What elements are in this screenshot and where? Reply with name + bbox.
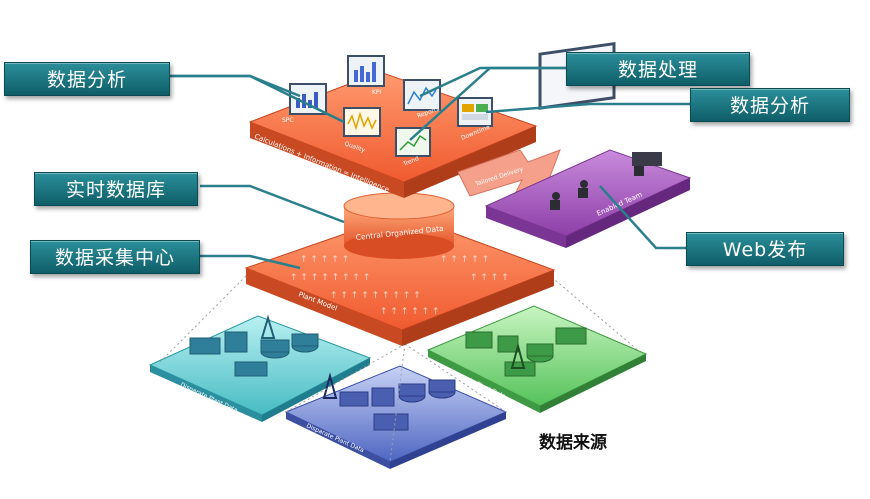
plant-model-platform: ↑ ↑ ↑ ↑ ↑ ↑ ↑ ↑ ↑ ↑ ↑ ↑ ↑ ↑ ↑ ↑ ↑ ↑ ↑ ↑ … — [244, 213, 556, 346]
card-kpi: KPI — [347, 55, 385, 96]
plant-tile-teal: Disparate Plant Data — [148, 314, 372, 422]
data-source-label: 数据来源 — [539, 433, 607, 453]
svg-text:↑ ↑ ↑ ↑ ↑: ↑ ↑ ↑ ↑ ↑ — [440, 255, 489, 265]
callout-data-analysis-right: 数据分析 — [690, 88, 850, 122]
svg-text:↑ ↑ ↑ ↑ ↑ ↑: ↑ ↑ ↑ ↑ ↑ ↑ — [380, 307, 440, 317]
plant-tile-green: Disparate Plant Data — [426, 305, 648, 413]
callout-realtime-database: 实时数据库 — [34, 172, 198, 206]
central-database: Central Organized Data — [343, 192, 455, 259]
svg-text:↑ ↑ ↑ ↑ ↑ ↑ ↑ ↑: ↑ ↑ ↑ ↑ ↑ ↑ ↑ ↑ — [290, 273, 370, 283]
svg-text:↑ ↑ ↑ ↑: ↑ ↑ ↑ ↑ — [470, 273, 509, 283]
upload-arrows: ↑ ↑ ↑ ↑ ↑ ↑ ↑ ↑ ↑ ↑ ↑ ↑ ↑ ↑ ↑ ↑ ↑ ↑ ↑ ↑ … — [290, 255, 509, 317]
svg-text:↑ ↑ ↑ ↑ ↑: ↑ ↑ ↑ ↑ ↑ — [300, 255, 349, 265]
svg-text:KPI: KPI — [372, 89, 382, 96]
callout-collection-center: 数据采集中心 — [30, 240, 200, 274]
callout-web-publish: Web发布 — [686, 232, 844, 266]
guide-lines — [159, 273, 641, 463]
callout-data-processing: 数据处理 — [566, 52, 750, 86]
callout-data-analysis-left: 数据分析 — [4, 62, 170, 96]
svg-text:SPC: SPC — [282, 117, 294, 124]
callout-connectors — [170, 66, 690, 270]
svg-text:↑ ↑ ↑ ↑ ↑ ↑ ↑ ↑ ↑: ↑ ↑ ↑ ↑ ↑ ↑ ↑ ↑ ↑ — [330, 291, 421, 301]
